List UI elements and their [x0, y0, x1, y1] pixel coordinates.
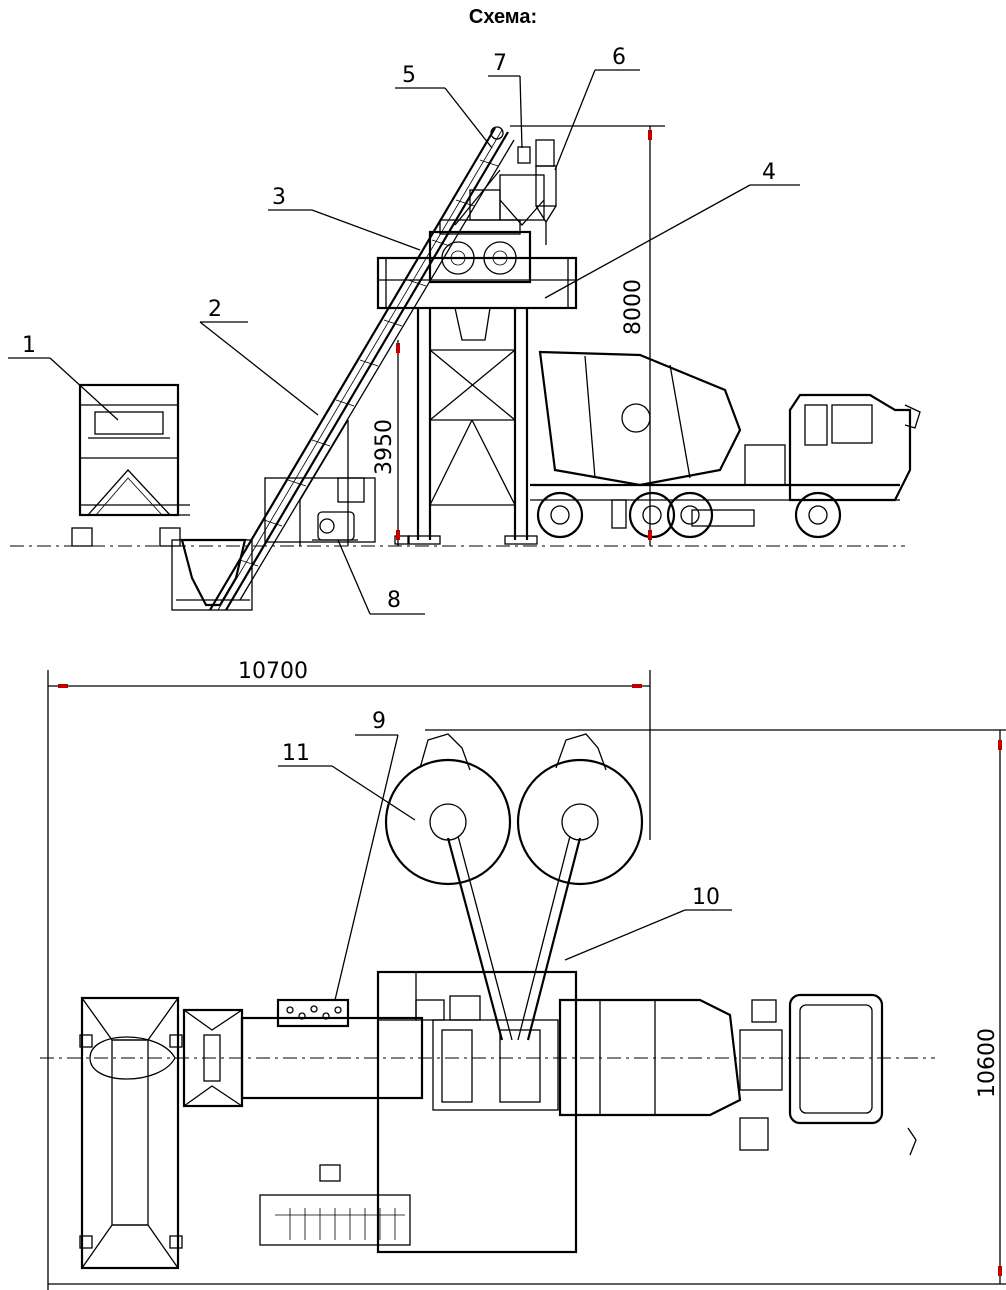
mixer-truck-plan	[558, 993, 917, 1156]
inclined-conveyor	[209, 126, 515, 611]
callout-7: 7	[493, 51, 507, 76]
control-panel	[276, 998, 350, 1028]
callout-1: 1	[22, 333, 36, 358]
conveyor-plan	[182, 1008, 424, 1108]
callout-9: 9	[372, 709, 386, 734]
dimension-10600: 10600	[975, 730, 1002, 1284]
dim-label-10600: 10600	[975, 1028, 1000, 1098]
callout-5: 5	[402, 63, 416, 88]
callout-4: 4	[762, 160, 776, 185]
aggregate-bin-plan	[79, 996, 183, 1270]
plan-view: 10700 10600	[40, 659, 1006, 1290]
cement-silo-left	[384, 733, 512, 886]
scheme-title: Схема:	[468, 6, 538, 28]
weigh-hoppers	[454, 139, 557, 245]
callout-11: 11	[282, 741, 310, 766]
water-pump	[312, 511, 358, 541]
cement-silo-right	[516, 733, 644, 886]
screw-conveyors	[446, 835, 582, 1041]
dim-label-3950: 3950	[372, 419, 397, 475]
callouts-plan: 11 10 9	[278, 709, 732, 1001]
aggregate-bin	[71, 383, 190, 547]
side-view: 8000 3950 1 2 3 4 5	[8, 45, 921, 615]
mixer-tower	[376, 256, 578, 545]
platform-plan	[259, 970, 578, 1254]
dimension-3950: 3950	[372, 340, 400, 546]
dimension-10700: 10700	[48, 659, 651, 840]
twin-shaft-mixer	[428, 219, 532, 284]
mixer-truck-side	[530, 350, 921, 539]
dim-label-8000: 8000	[621, 279, 646, 335]
callout-2: 2	[208, 297, 222, 322]
dimension-8000: 8000	[510, 125, 665, 546]
callout-10: 10	[692, 885, 720, 910]
callout-8: 8	[387, 588, 401, 613]
callout-6: 6	[612, 45, 626, 70]
feed-hopper	[171, 538, 253, 611]
callouts-side: 1 2 3 4 5 6 7 8	[8, 45, 800, 615]
dim-label-10700: 10700	[238, 659, 308, 684]
callout-3: 3	[272, 185, 286, 210]
